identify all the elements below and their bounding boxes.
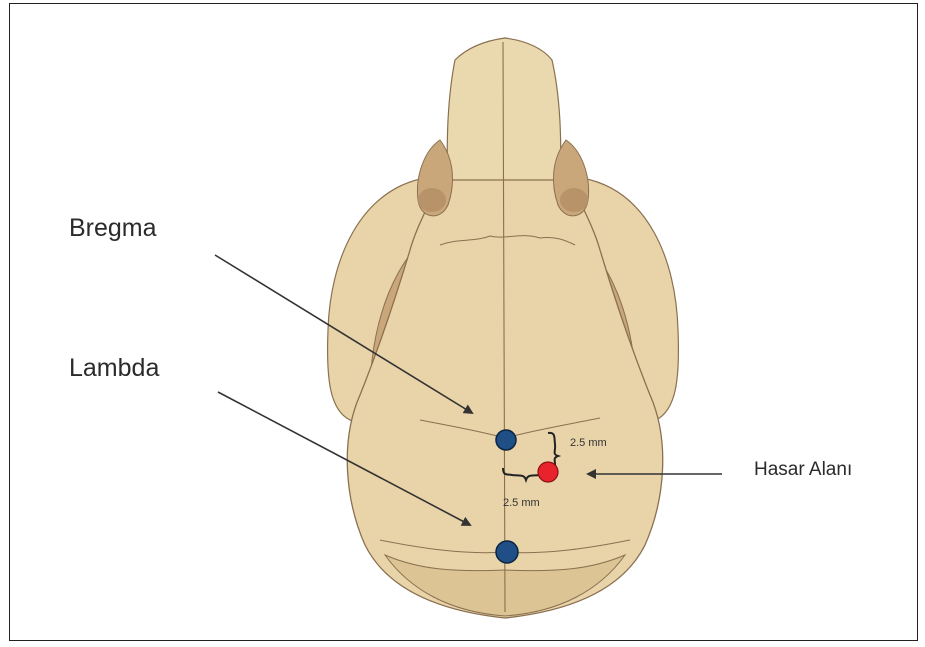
right-orbit-socket [560, 188, 588, 212]
bregma-label: Bregma [69, 214, 157, 243]
damage-area-marker [538, 462, 558, 482]
lateral-measure-label: 2.5 mm [570, 437, 607, 449]
left-orbit-socket [418, 188, 446, 212]
damage-area-label: Hasar Alanı [754, 459, 852, 481]
lambda-marker [496, 541, 518, 563]
bregma-marker [496, 430, 516, 450]
nasal-bone [447, 38, 560, 180]
lambda-label: Lambda [69, 354, 159, 383]
posterior-measure-label: 2.5 mm [503, 497, 540, 509]
